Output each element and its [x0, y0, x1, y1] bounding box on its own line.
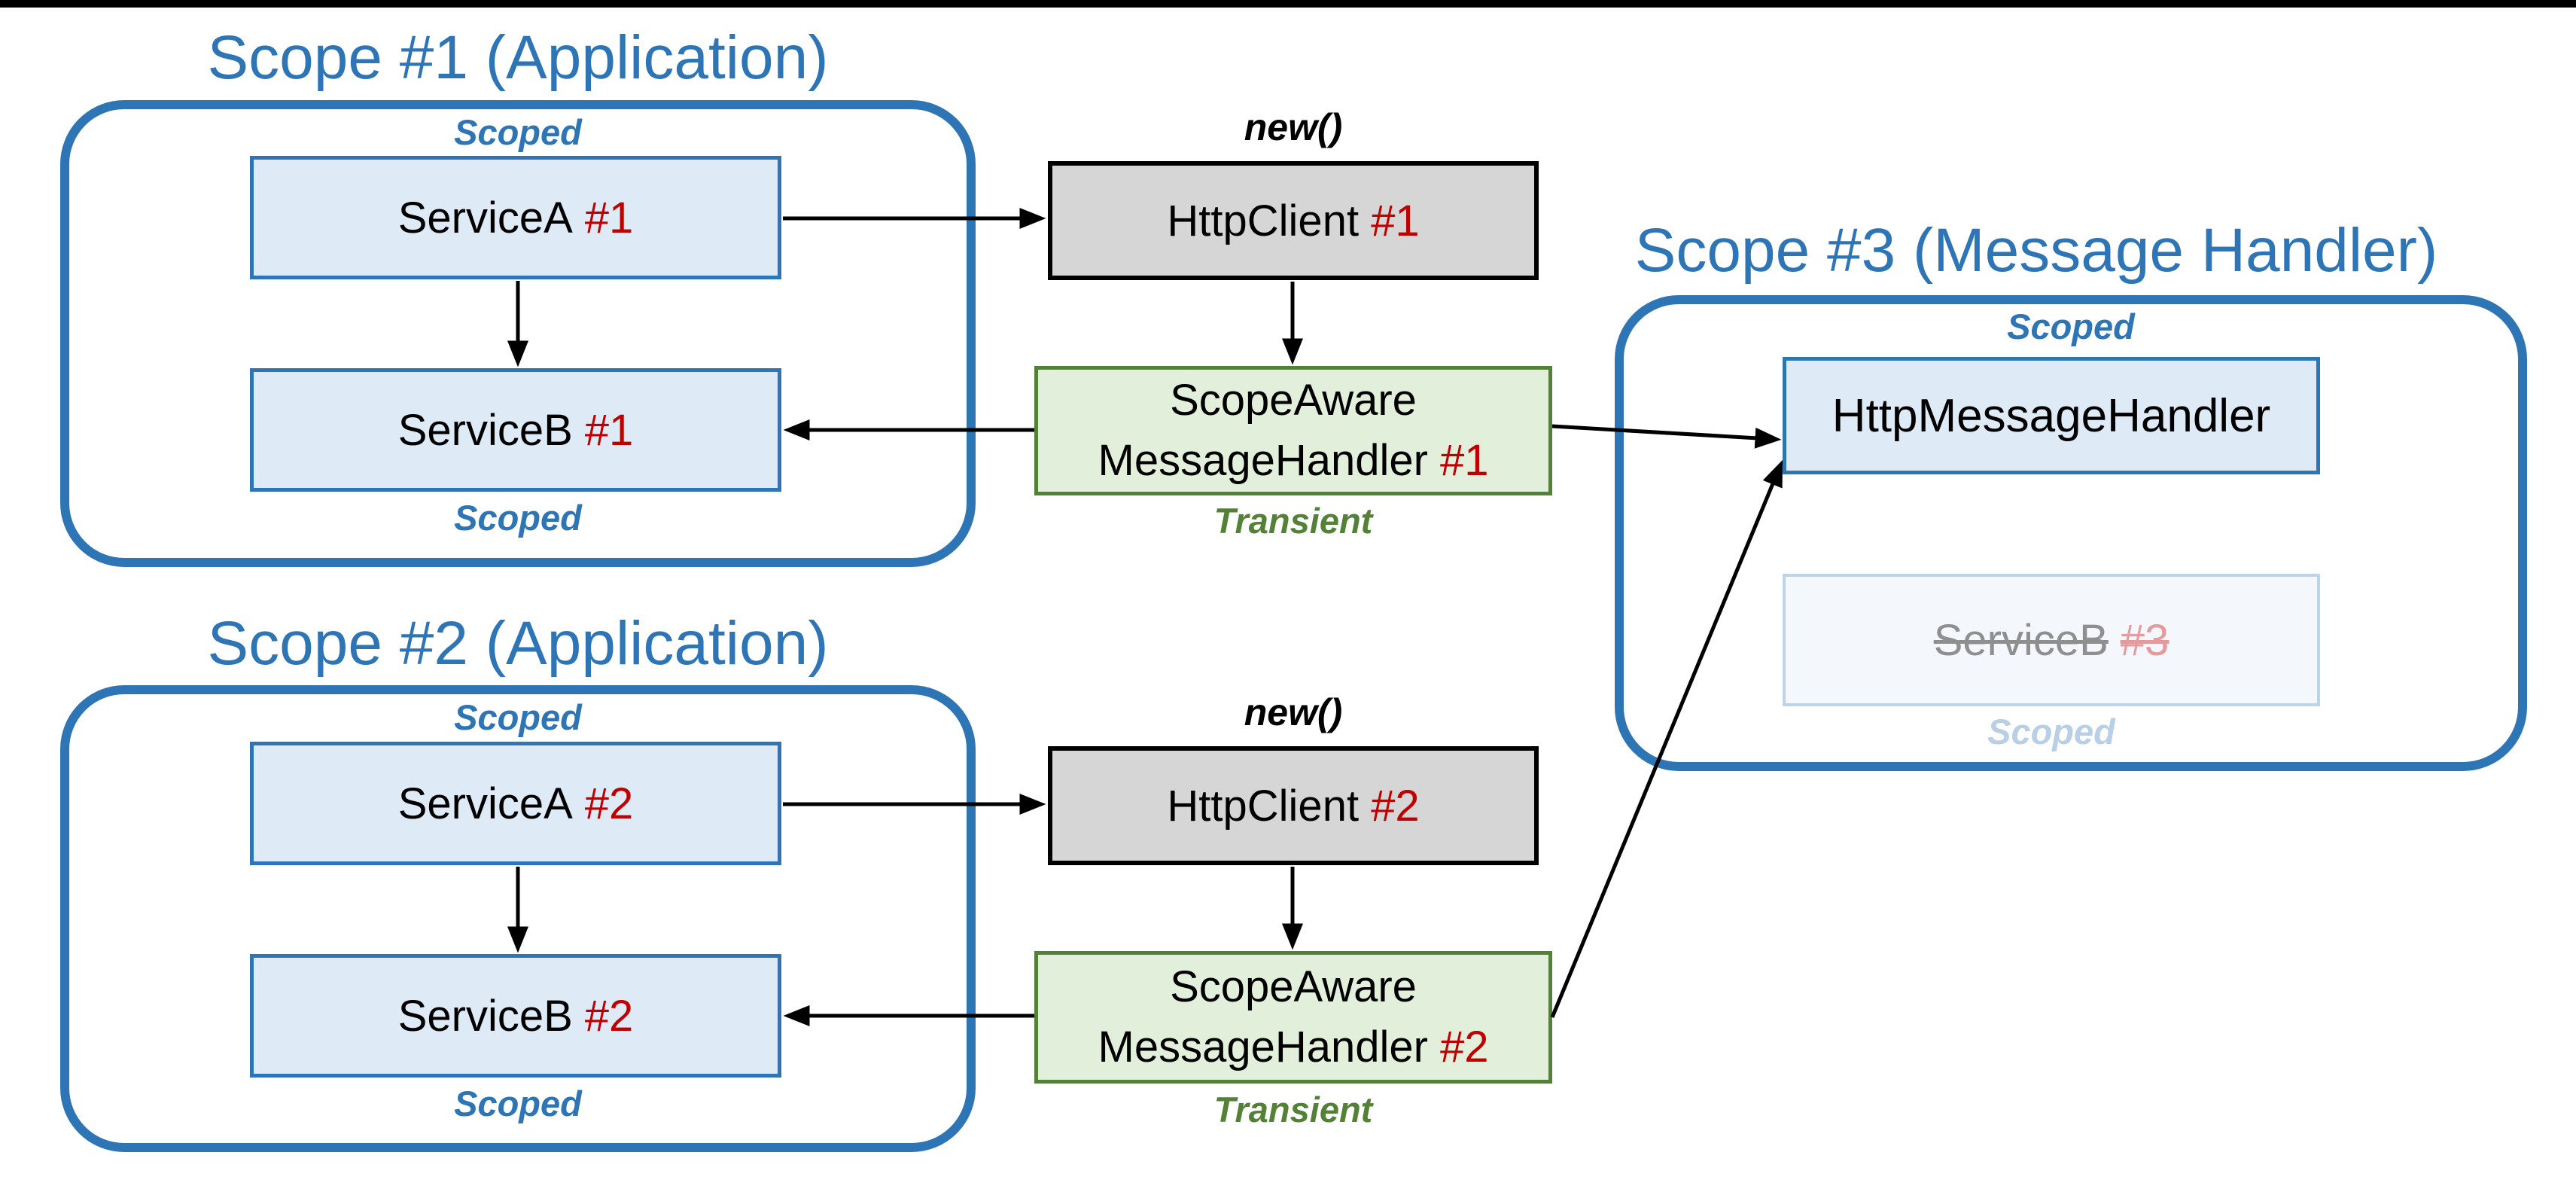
http-client1-new-label: new()	[1244, 106, 1343, 148]
http-client2-label: HttpClient	[1167, 781, 1360, 831]
http-client2-box: HttpClient #2	[1048, 746, 1539, 865]
service-b3-label: ServiceB	[1933, 615, 2109, 665]
service-a1-instance: #1	[584, 193, 634, 242]
scope3-title: Scope #3 (Message Handler)	[1634, 216, 2438, 285]
http-message-handler-box: HttpMessageHandler	[1783, 357, 2320, 474]
service-b3-disposed-box: ServiceB #3	[1783, 574, 2320, 706]
service-b3-instance: #3	[2120, 615, 2170, 665]
service-b1-box: ServiceB #1	[250, 368, 781, 492]
http-client2-instance: #2	[1371, 781, 1420, 831]
http-client2-new-label: new()	[1244, 691, 1343, 733]
scope1-scoped-bottom-label: Scoped	[454, 498, 582, 538]
scope2-boundary	[60, 685, 976, 1152]
handler1-line1: ScopeAware	[1170, 376, 1417, 425]
service-b2-label: ServiceB	[397, 991, 573, 1041]
service-a2-label: ServiceA	[397, 779, 573, 828]
scope3-scoped-faded-label: Scoped	[1987, 712, 2115, 751]
http-client1-label: HttpClient	[1167, 196, 1360, 245]
service-a1-label: ServiceA	[397, 193, 573, 242]
scope-aware-message-handler2-box: ScopeAware MessageHandler #2	[1034, 951, 1552, 1084]
scope3-scoped-top-label: Scoped	[2007, 306, 2135, 346]
http-client1-box: HttpClient #1	[1048, 161, 1539, 280]
http-client1-instance: #1	[1371, 196, 1420, 245]
scope-aware-message-handler1-box: ScopeAware MessageHandler #1	[1034, 366, 1552, 495]
scope1-title: Scope #1 (Application)	[207, 23, 829, 92]
service-b2-instance: #2	[584, 991, 634, 1041]
top-black-bar	[0, 0, 2576, 8]
service-b1-label: ServiceB	[397, 405, 573, 455]
http-message-handler-label: HttpMessageHandler	[1832, 389, 2271, 442]
handler2-line1: ScopeAware	[1170, 962, 1417, 1011]
service-a2-box: ServiceA #2	[250, 742, 781, 865]
handler1-line2: MessageHandler	[1098, 436, 1428, 485]
service-a2-instance: #2	[584, 779, 634, 828]
service-b1-instance: #1	[584, 405, 634, 455]
scope2-title: Scope #2 (Application)	[207, 609, 829, 678]
handler2-line2: MessageHandler	[1098, 1023, 1428, 1071]
scope1-scoped-top-label: Scoped	[454, 112, 582, 152]
handler2-instance: #2	[1439, 1023, 1489, 1071]
handler1-instance: #1	[1439, 436, 1489, 485]
scope2-scoped-top-label: Scoped	[454, 697, 582, 737]
scope3-boundary	[1615, 295, 2527, 771]
service-a1-box: ServiceA #1	[250, 156, 781, 279]
handler2-transient-label: Transient	[1213, 1090, 1373, 1129]
handler1-transient-label: Transient	[1213, 501, 1373, 541]
scope2-scoped-bottom-label: Scoped	[454, 1084, 582, 1123]
service-b2-box: ServiceB #2	[250, 954, 781, 1078]
